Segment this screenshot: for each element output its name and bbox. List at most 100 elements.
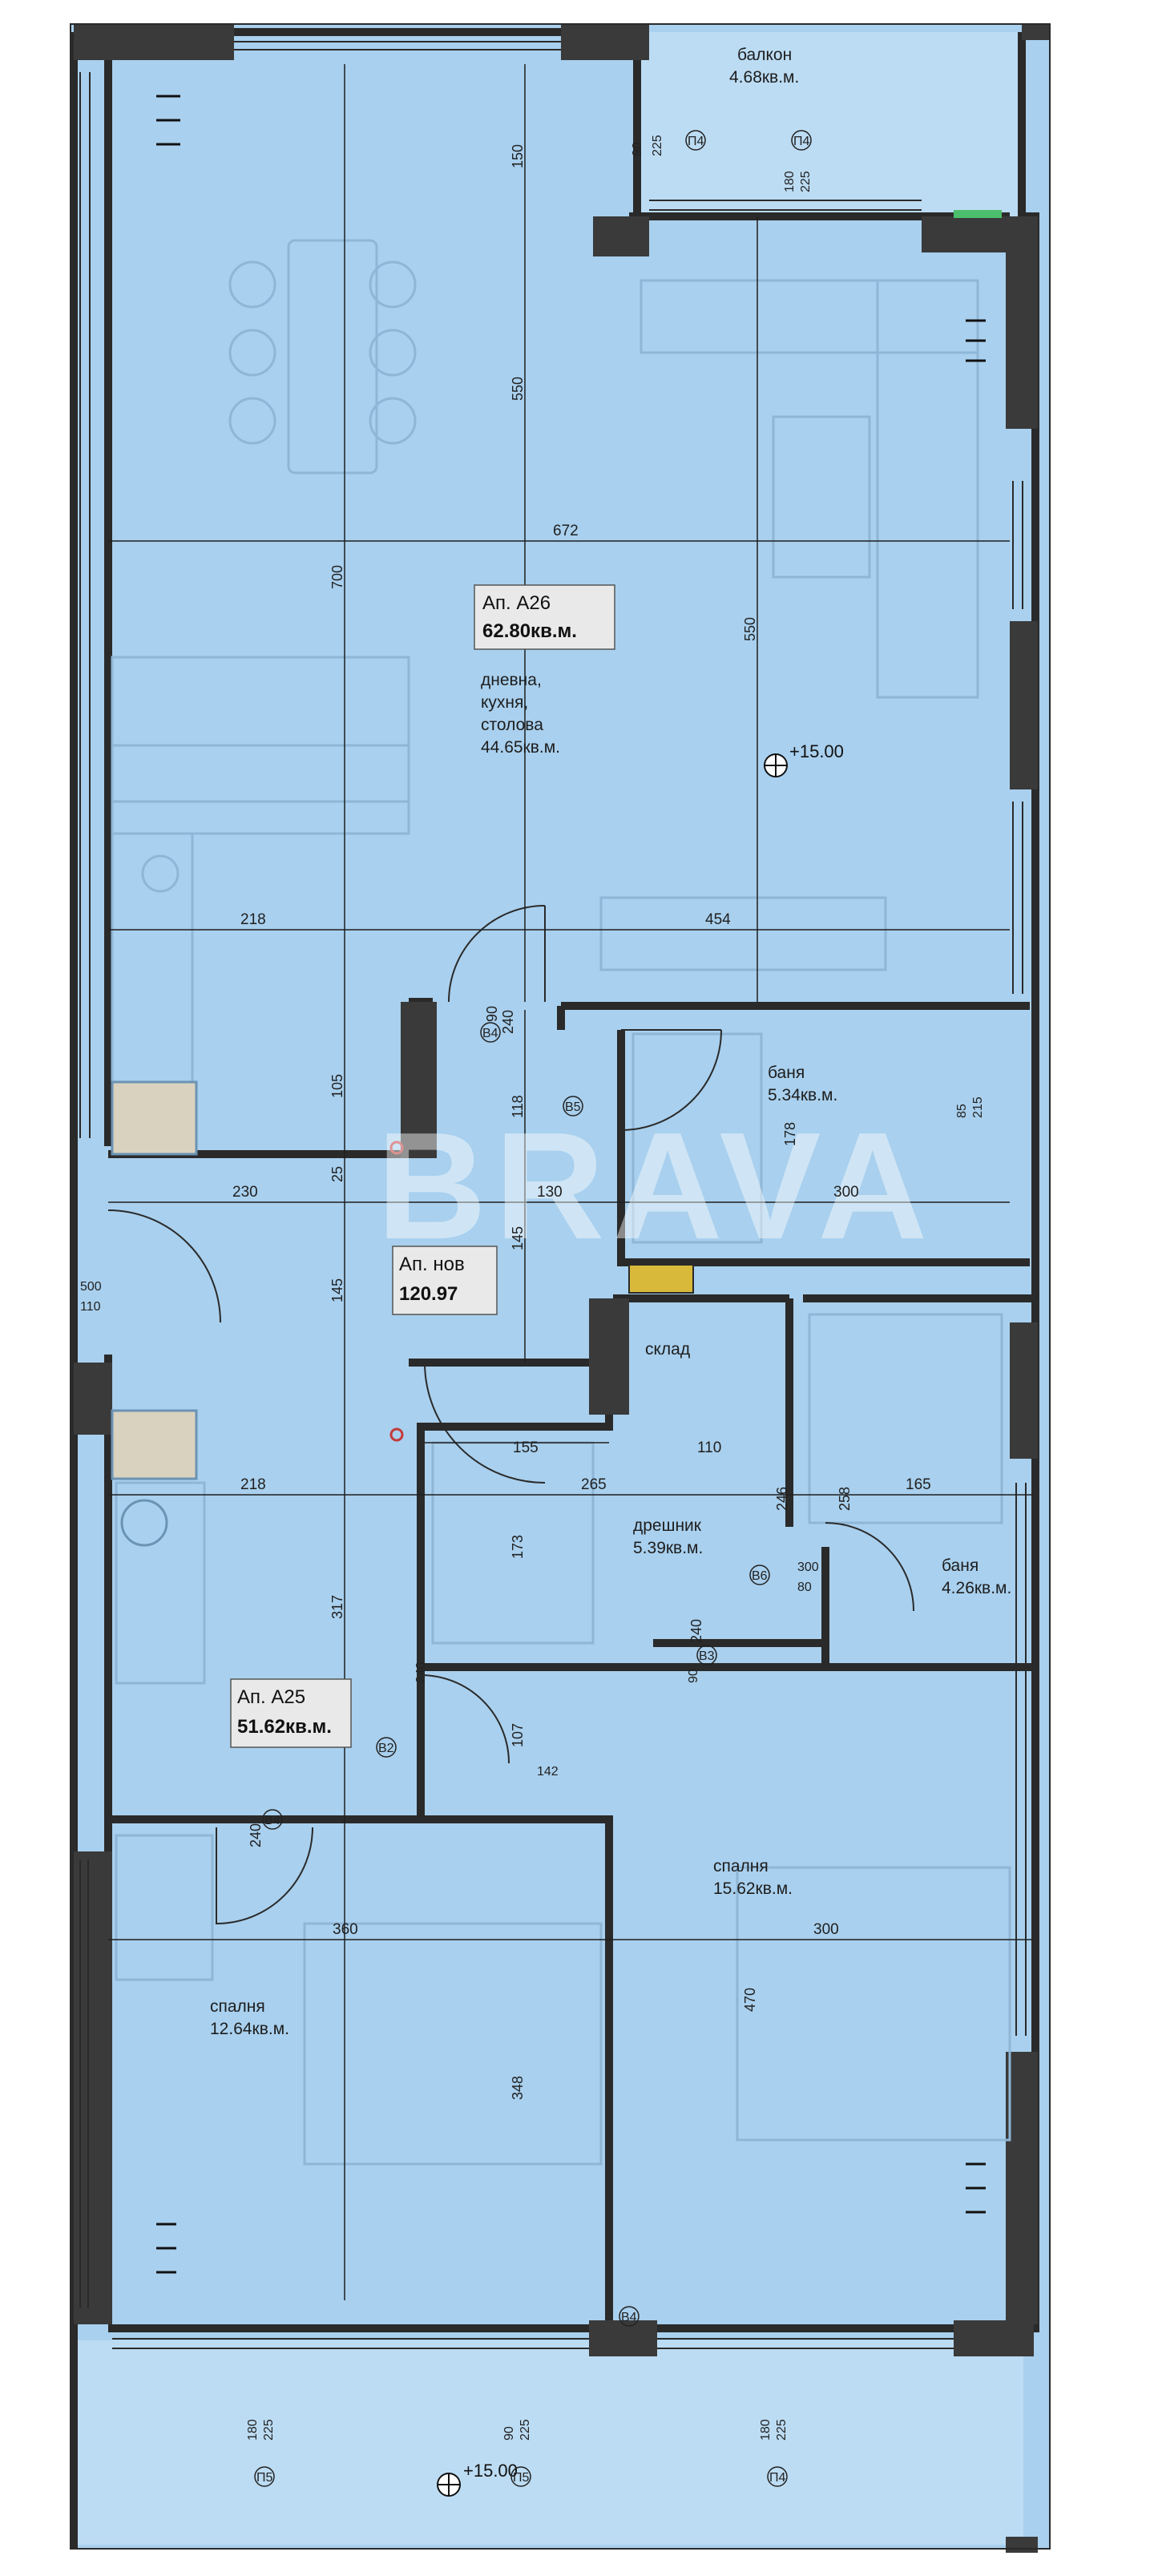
- svg-text:90: 90: [687, 1669, 700, 1683]
- room-label-living: дневна, кухня, столова 44.65кв.м.: [481, 671, 560, 757]
- svg-text:180: 180: [759, 2419, 773, 2441]
- svg-text:П5: П5: [513, 2471, 530, 2485]
- svg-text:5.34кв.м.: 5.34кв.м.: [768, 1086, 837, 1104]
- svg-text:300: 300: [797, 1561, 819, 1574]
- svg-text:215: 215: [971, 1096, 985, 1118]
- svg-text:П4: П4: [769, 2471, 786, 2485]
- svg-text:225: 225: [799, 171, 813, 192]
- svg-text:П5: П5: [256, 2471, 273, 2485]
- element-tags: В4 В5 В6 В3 В2 В4 В4 П4 П4 П5 П5 П4: [254, 130, 812, 2487]
- floor-area: [71, 24, 1050, 2549]
- svg-text:218: 218: [240, 911, 266, 928]
- svg-text:130: 130: [537, 1184, 563, 1201]
- storage-cabinet: [628, 1264, 694, 1294]
- svg-text:В3: В3: [699, 1649, 715, 1663]
- annotation-marks: [389, 1141, 404, 1442]
- svg-text:спалня: спалня: [713, 1857, 769, 1875]
- svg-text:В4: В4: [264, 1814, 280, 1827]
- svg-text:25: 25: [329, 1166, 345, 1182]
- svg-text:145: 145: [329, 1278, 345, 1302]
- svg-text:165: 165: [906, 1476, 931, 1493]
- svg-text:225: 225: [651, 135, 664, 156]
- svg-text:кухня,: кухня,: [481, 693, 528, 712]
- svg-text:246: 246: [774, 1487, 790, 1511]
- svg-text:В2: В2: [378, 1742, 394, 1755]
- svg-text:51.62кв.м.: 51.62кв.м.: [237, 1716, 332, 1738]
- svg-text:360: 360: [333, 1921, 358, 1938]
- svg-text:105: 105: [329, 1074, 345, 1098]
- svg-text:500: 500: [80, 1280, 102, 1294]
- svg-text:В4: В4: [482, 1027, 498, 1040]
- svg-text:348: 348: [510, 2076, 526, 2100]
- svg-text:180: 180: [246, 2419, 260, 2441]
- svg-text:62.80кв.м.: 62.80кв.м.: [482, 620, 577, 642]
- room-label-storage: склад: [645, 1340, 690, 1359]
- balcony-top-floor: [637, 32, 1022, 216]
- svg-text:44.65кв.м.: 44.65кв.м.: [481, 738, 560, 757]
- svg-text:118: 118: [510, 1095, 526, 1118]
- svg-text:258: 258: [837, 1487, 853, 1511]
- svg-text:550: 550: [742, 617, 758, 641]
- svg-text:150: 150: [510, 144, 526, 168]
- svg-text:218: 218: [240, 1476, 266, 1493]
- svg-text:П4: П4: [793, 135, 810, 148]
- windows: [79, 33, 1027, 2349]
- svg-text:склад: склад: [645, 1340, 690, 1359]
- dimension-labels: 150 550 672 700 550 218 454 90 240 105 1…: [80, 135, 985, 2441]
- svg-text:90: 90: [502, 2426, 516, 2441]
- svg-text:90: 90: [631, 142, 644, 156]
- terrace-bottom-floor: [74, 2340, 1023, 2545]
- kitchen-hob: [111, 1080, 198, 1547]
- room-label-bedroom1: спалня 12.64кв.м.: [210, 1997, 289, 2038]
- radiator-marks: [156, 95, 986, 2274]
- svg-text:дневна,: дневна,: [481, 671, 542, 689]
- svg-text:110: 110: [80, 1300, 101, 1314]
- svg-text:225: 225: [775, 2419, 789, 2441]
- svg-text:300: 300: [833, 1184, 859, 1201]
- svg-text:225: 225: [518, 2419, 532, 2441]
- svg-text:В4: В4: [621, 2311, 637, 2324]
- frame: [70, 23, 1051, 2550]
- apartment-label-a26: Ап. А26 62.80кв.м.: [474, 584, 615, 650]
- svg-text:240: 240: [414, 1661, 428, 1683]
- svg-text:5.39кв.м.: 5.39кв.м.: [633, 1539, 703, 1557]
- room-label-bath2: баня 4.26кв.м.: [942, 1557, 1011, 1597]
- svg-text:Ап. нов: Ап. нов: [399, 1254, 465, 1275]
- svg-text:80: 80: [797, 1581, 812, 1594]
- svg-text:145: 145: [510, 1226, 526, 1250]
- svg-text:110: 110: [697, 1439, 721, 1456]
- dimension-lines: [108, 64, 1034, 2300]
- room-label-bedroom2: спалня 15.62кв.м.: [713, 1857, 793, 1898]
- svg-text:550: 550: [510, 377, 526, 401]
- svg-text:300: 300: [813, 1921, 839, 1938]
- svg-text:4.26кв.м.: 4.26кв.м.: [942, 1579, 1011, 1597]
- svg-text:15.62кв.м.: 15.62кв.м.: [713, 1880, 793, 1898]
- svg-text:470: 470: [742, 1988, 758, 2012]
- svg-text:баня: баня: [768, 1064, 805, 1082]
- wall-blocks: [74, 24, 1050, 2553]
- svg-text:балкон: балкон: [737, 46, 792, 64]
- svg-text:В6: В6: [752, 1569, 768, 1583]
- svg-text:225: 225: [262, 2419, 276, 2441]
- svg-text:265: 265: [581, 1476, 607, 1493]
- doors: [107, 905, 914, 1925]
- svg-text:240: 240: [248, 1823, 264, 1847]
- svg-text:спалня: спалня: [210, 1997, 265, 2016]
- green-marker: [954, 210, 1002, 218]
- svg-text:12.64кв.м.: 12.64кв.м.: [210, 2020, 289, 2038]
- apartment-label-a25: Ап. А25 51.62кв.м.: [230, 1678, 352, 1748]
- svg-text:155: 155: [513, 1439, 539, 1456]
- svg-text:Ап. А25: Ап. А25: [237, 1686, 305, 1708]
- room-label-balcony: балкон 4.68кв.м.: [729, 46, 799, 87]
- svg-text:700: 700: [329, 565, 345, 589]
- svg-text:столова: столова: [481, 716, 543, 734]
- svg-text:+15.00: +15.00: [463, 2461, 518, 2481]
- svg-text:180: 180: [783, 171, 797, 192]
- svg-text:173: 173: [510, 1535, 526, 1559]
- apartment-label-new: Ап. нов 120.97: [392, 1246, 498, 1315]
- svg-text:317: 317: [329, 1595, 345, 1619]
- walls: [70, 28, 1039, 2549]
- svg-text:дрешник: дрешник: [633, 1516, 702, 1535]
- svg-text:Ап. А26: Ап. А26: [482, 592, 551, 614]
